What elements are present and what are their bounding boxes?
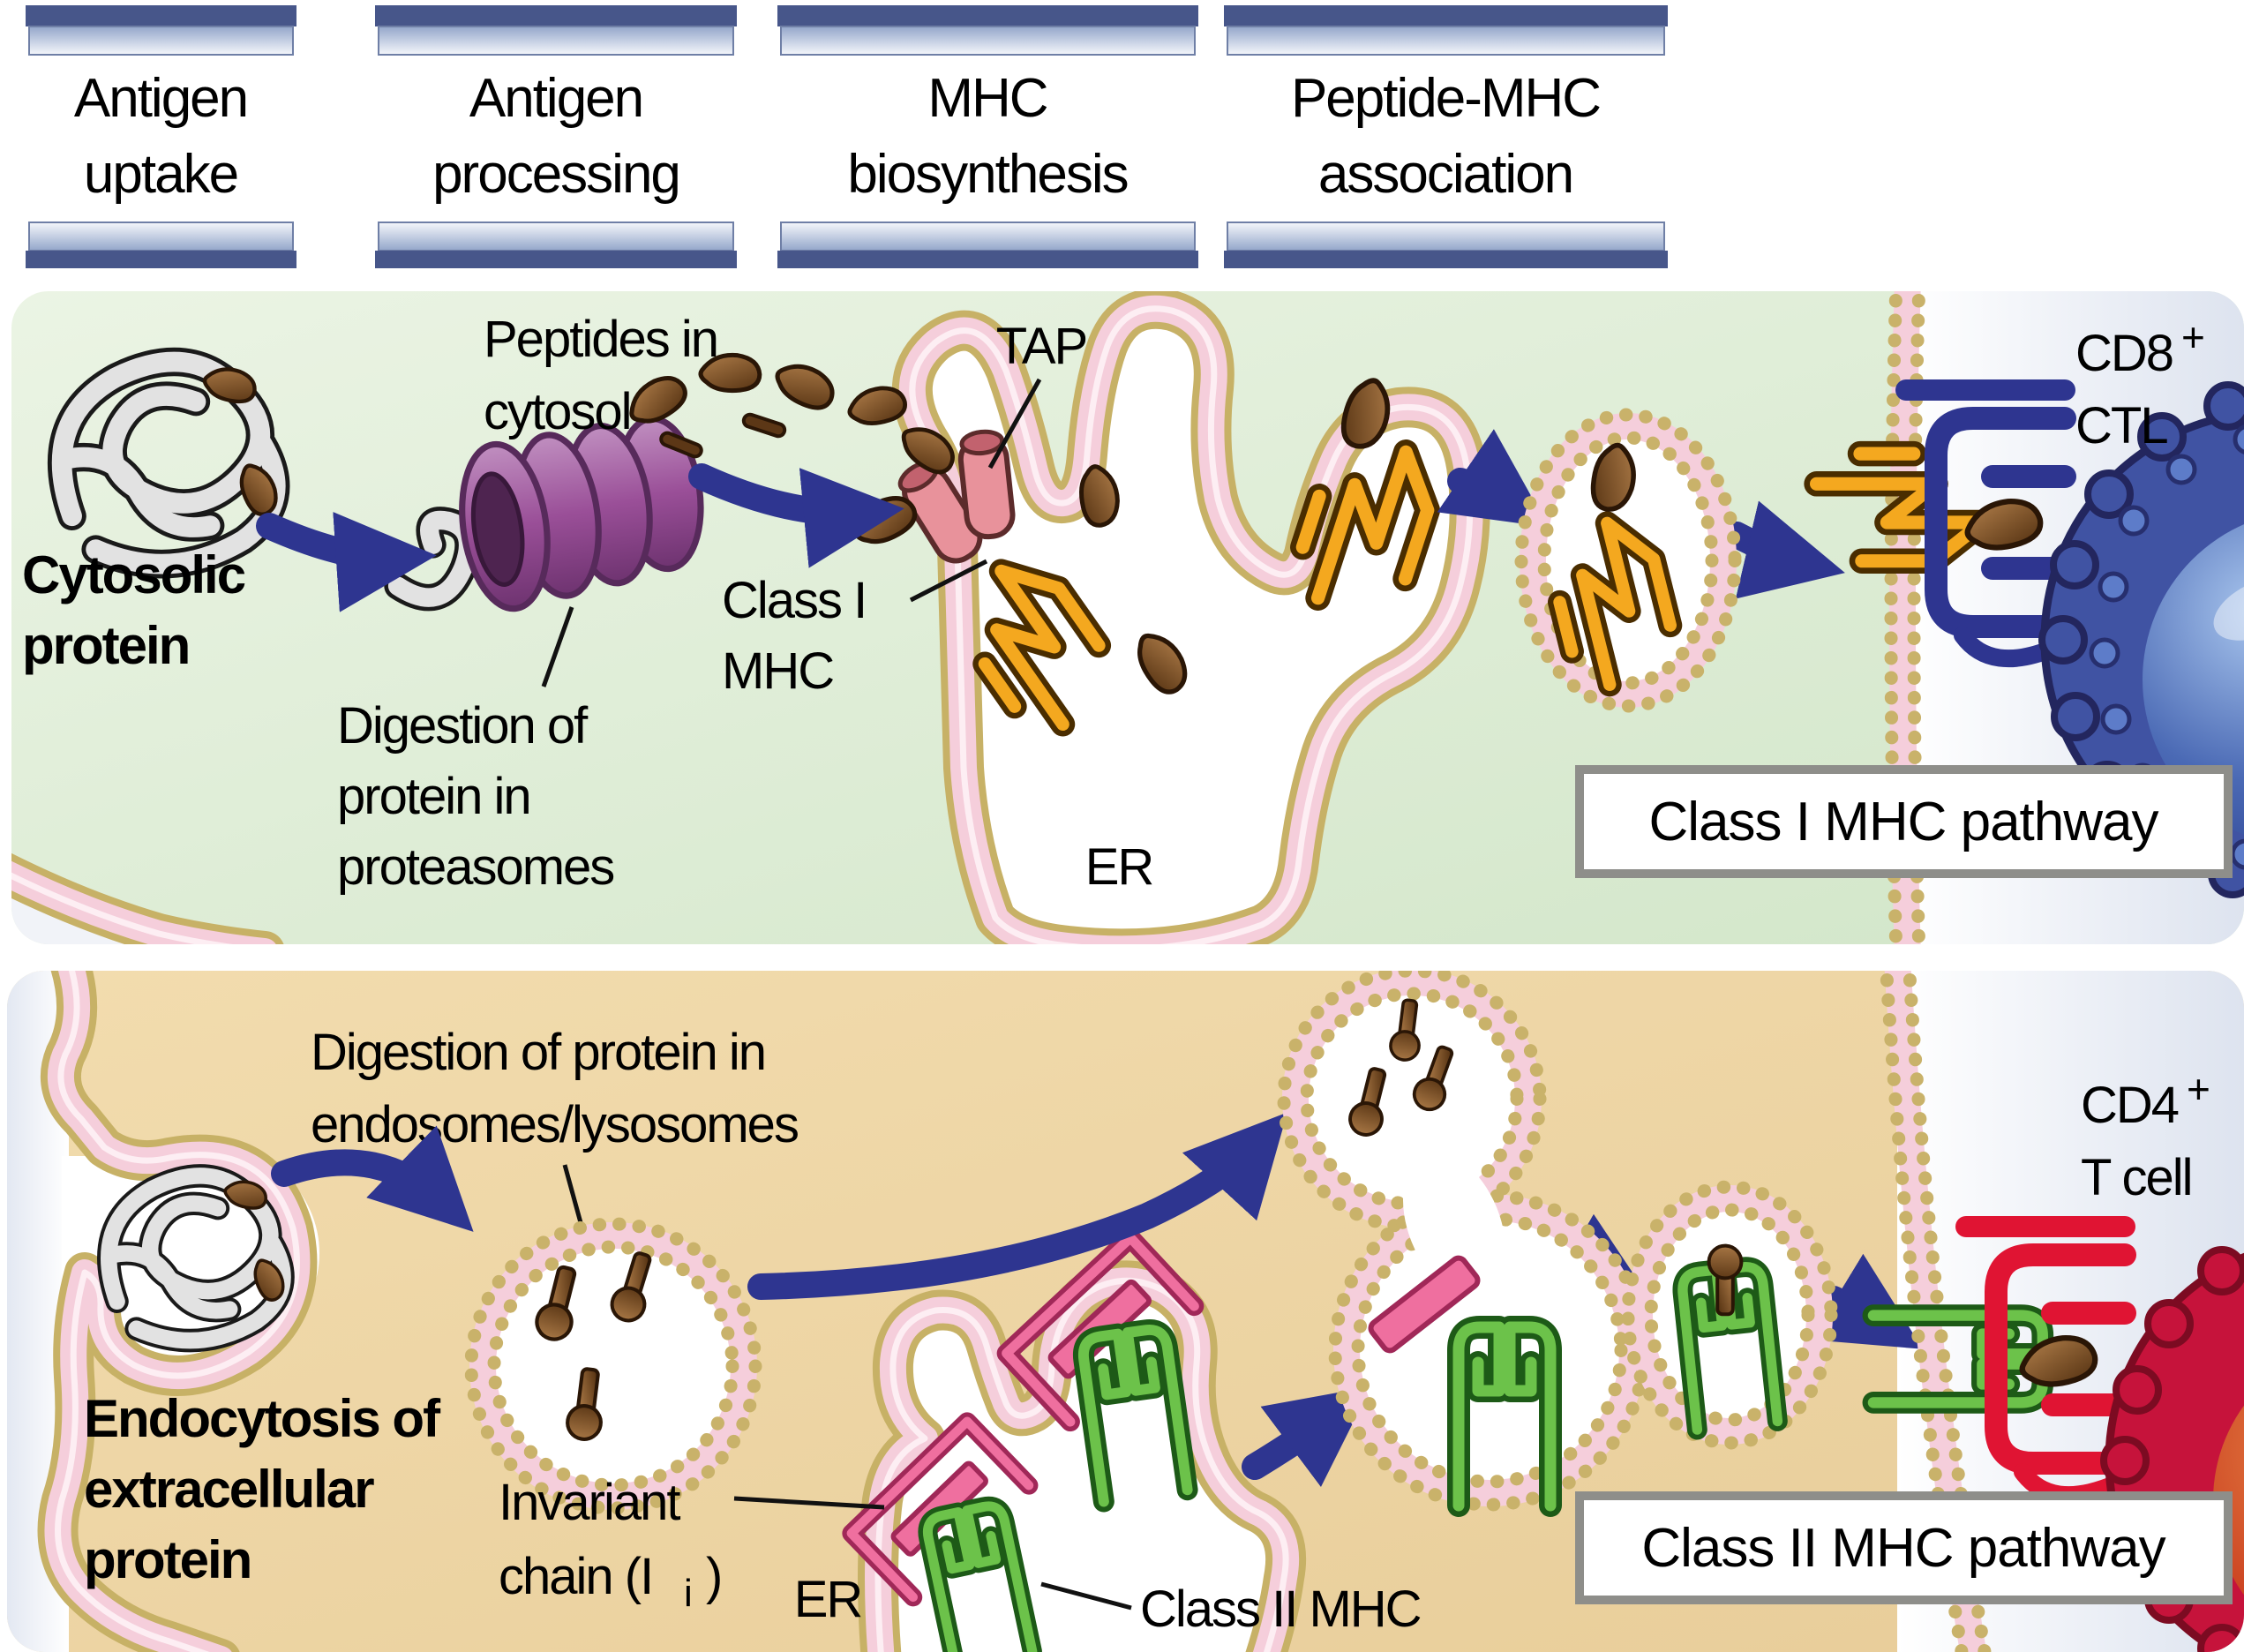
digestion-proteasome-label: protein in — [337, 768, 530, 825]
cleaved-invariant-chain-clip — [1368, 1255, 1481, 1354]
header-bottom-bar-dark — [1224, 251, 1668, 268]
header-label: MHC — [927, 68, 1047, 129]
endoplasmic-reticulum-top — [891, 291, 1490, 944]
cd8-ctl-cell — [2038, 381, 2244, 898]
header-row: Antigen uptake Antigen processing MHC bi… — [26, 5, 1668, 268]
class1-pathway-label: Class I MHC pathway — [1648, 792, 2158, 852]
plasma-membrane-left — [37, 971, 318, 1652]
header-bottom-bar-gradient — [378, 222, 734, 252]
arrow-protein-to-proteasome — [256, 512, 437, 612]
tap-pointer-line — [987, 378, 1042, 469]
header-top-bar-dark — [375, 5, 737, 26]
cytosolic-protein-label: protein — [22, 616, 189, 675]
header-top-bar-gradient — [780, 26, 1196, 56]
endosome-vesicle — [464, 1217, 762, 1515]
digestion-endosome-label: Digestion of protein in — [311, 1024, 765, 1081]
header-label: biosynthesis — [847, 144, 1127, 205]
digestion-proteasome-label: Digestion of — [337, 697, 589, 755]
exocytic-vesicle-class1 — [1514, 408, 1742, 713]
peptides-in-cytosol-label: cytosol — [484, 383, 631, 440]
proteasome-pointer-line — [541, 606, 574, 687]
class2-pathway-box: Class II MHC pathway — [1575, 1491, 2233, 1604]
class1-mhc-label: MHC — [722, 642, 833, 700]
header-bottom-bar-gradient — [780, 222, 1196, 252]
class2-pathway-label: Class II MHC pathway — [1641, 1518, 2165, 1579]
header-bottom-bar-gradient — [28, 222, 294, 252]
cd8-plus-superscript: + — [2181, 314, 2204, 360]
class2-mhc-label: Class II MHC — [1140, 1581, 1421, 1638]
cd8-cell-highlight — [2213, 577, 2244, 641]
endocytosis-label: protein — [84, 1530, 251, 1589]
header-antigen-uptake: Antigen uptake — [26, 5, 296, 268]
arrow-endocytosis-to-endosome — [271, 1125, 474, 1232]
fusion-neck — [1403, 1152, 1505, 1298]
digestion-endosome-label: endosomes/lysosomes — [311, 1096, 798, 1153]
invariant-chain-subscript: i — [684, 1572, 692, 1615]
header-top-bar-gradient — [378, 26, 734, 56]
header-top-bar-gradient — [28, 26, 294, 56]
arrow-peptides-to-er — [688, 463, 904, 568]
peptide-dash — [741, 412, 787, 439]
cd8-cell-nucleus — [2143, 510, 2244, 849]
cytosolic-protein-label: Cytosolic — [22, 545, 245, 604]
tap-label: TAP — [996, 318, 1087, 375]
header-label: Peptide-MHC — [1291, 68, 1600, 129]
peptides-in-cytosol-label: Peptides in — [484, 311, 717, 368]
class2-peptide-vesicle — [1621, 1180, 1838, 1450]
arrow-vesicle-to-membrane — [1723, 500, 1845, 599]
arrow-er-to-vesicle — [1437, 429, 1549, 528]
class1-pathway-box: Class I MHC pathway — [1575, 765, 2233, 878]
class2-mhc-pointer-line — [1040, 1581, 1132, 1611]
header-top-bar-dark — [26, 5, 296, 26]
endocytosis-label: Endocytosis of — [84, 1389, 441, 1448]
header-label: association — [1318, 144, 1572, 205]
invariant-chain-pointer-line — [733, 1496, 885, 1510]
peptide-scatter — [624, 349, 960, 481]
digestion-proteasome-label: proteasomes — [337, 838, 613, 896]
class1-mhc-label: Class I — [722, 572, 866, 629]
header-top-bar-gradient — [1227, 26, 1665, 56]
header-top-bar-dark — [1224, 5, 1668, 26]
header-label: processing — [432, 144, 679, 205]
peptide-dash — [659, 431, 703, 459]
class1-mhc-pointer-line — [909, 559, 988, 603]
header-bottom-bar-dark — [375, 251, 737, 268]
invariant-chain-label: chain (I — [499, 1548, 652, 1605]
header-label: Antigen — [74, 68, 247, 129]
invariant-chain-label: Invariant — [499, 1474, 680, 1531]
header-top-bar-dark — [777, 5, 1198, 26]
header-mhc-biosynthesis: MHC biosynthesis — [777, 5, 1198, 268]
er-label-bottom: ER — [794, 1571, 862, 1628]
cd8-ctl-label: CTL — [2075, 397, 2167, 454]
class1-mhc-panel: ER TAP Class I MHC Cytosolic protein Dig… — [11, 291, 2244, 944]
class2-mhc-panel: Endocytosis of extracellular protein Dig… — [7, 971, 2244, 1652]
header-label: Antigen — [469, 68, 642, 129]
cd4-t-cell-label: CD4 — [2081, 1077, 2179, 1134]
invariant-chain-label: ) — [706, 1548, 721, 1605]
header-bottom-bar-dark — [26, 251, 296, 268]
header-bottom-bar-gradient — [1227, 222, 1665, 252]
header-label: uptake — [84, 144, 237, 205]
header-peptide-mhc-association: Peptide-MHC association — [1224, 5, 1668, 268]
endocytosis-label: extracellular — [84, 1460, 374, 1519]
header-antigen-processing: Antigen processing — [375, 5, 737, 268]
header-bottom-bar-dark — [777, 251, 1198, 268]
cd4-plus-superscript: + — [2187, 1066, 2210, 1112]
er-label-top: ER — [1085, 838, 1153, 896]
arrow-endosome-to-fusion-vesicle — [747, 1112, 1287, 1300]
cd8-ctl-label: CD8 — [2075, 325, 2173, 382]
arrow-er-to-fusion-vesicle — [1242, 1386, 1371, 1488]
cd4-t-cell-label: T cell — [2081, 1149, 2192, 1206]
endoplasmic-reticulum-bottom — [858, 1260, 1307, 1652]
